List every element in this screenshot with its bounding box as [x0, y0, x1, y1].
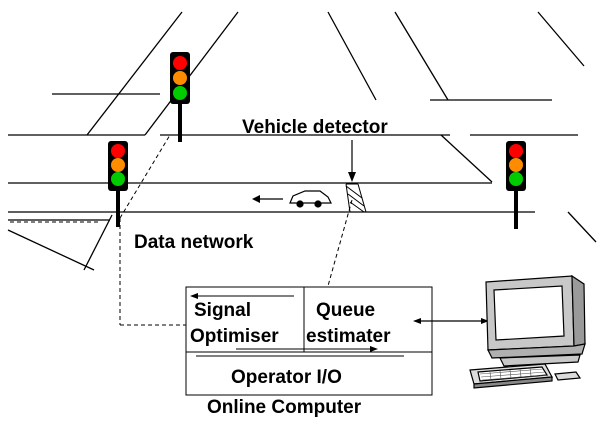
- road-edge: [86, 11, 183, 136]
- terminal-link-arrowhead-left: [413, 318, 421, 324]
- road-network: [7, 11, 597, 271]
- online-computer-box: [185, 286, 433, 396]
- road-edge: [537, 11, 585, 67]
- data-network-label: Data network: [134, 232, 254, 253]
- dashed-link: [327, 199, 353, 287]
- light-amber: [173, 71, 187, 85]
- internal-arrowhead-left: [190, 293, 198, 299]
- car-icon: [289, 190, 332, 208]
- light-amber: [509, 158, 523, 172]
- detector-arrowhead: [348, 172, 356, 182]
- detector-hatch: [345, 183, 367, 213]
- traffic-light-icon: [506, 141, 526, 229]
- light-red: [173, 56, 187, 70]
- keyboard-keys: [479, 367, 547, 381]
- queue-estimater-line2: estimater: [306, 326, 391, 347]
- road-edge: [7, 229, 95, 271]
- light-red: [111, 144, 125, 158]
- dashed-link: [119, 134, 171, 219]
- light-green: [173, 86, 187, 100]
- online-computer-label: Online Computer: [207, 397, 362, 418]
- computer-icon: [469, 274, 586, 389]
- light-amber: [111, 158, 125, 172]
- operator-io-label: Operator I/O: [231, 367, 342, 388]
- light-green: [111, 172, 125, 186]
- road-edge: [440, 134, 493, 183]
- traffic-light-icon: [170, 52, 190, 142]
- traffic-light-icon: [108, 141, 128, 227]
- road-edge: [327, 11, 377, 101]
- signal-optimiser-line2: Optimiser: [190, 326, 279, 347]
- road-edge: [394, 11, 449, 101]
- light-red: [509, 144, 523, 158]
- terminal-link-arrowhead-right: [481, 318, 489, 324]
- light-green: [509, 172, 523, 186]
- signal-optimiser-line1: Signal: [194, 300, 251, 321]
- traffic-direction-arrowhead: [252, 195, 260, 203]
- queue-estimater-line1: Queue: [316, 300, 375, 321]
- road-edge: [144, 11, 239, 136]
- road-edge: [83, 214, 113, 271]
- road-edge: [567, 211, 597, 243]
- vehicle-detector-label: Vehicle detector: [242, 117, 388, 138]
- internal-arrowhead-right: [370, 346, 378, 352]
- data-network-links: [10, 134, 353, 326]
